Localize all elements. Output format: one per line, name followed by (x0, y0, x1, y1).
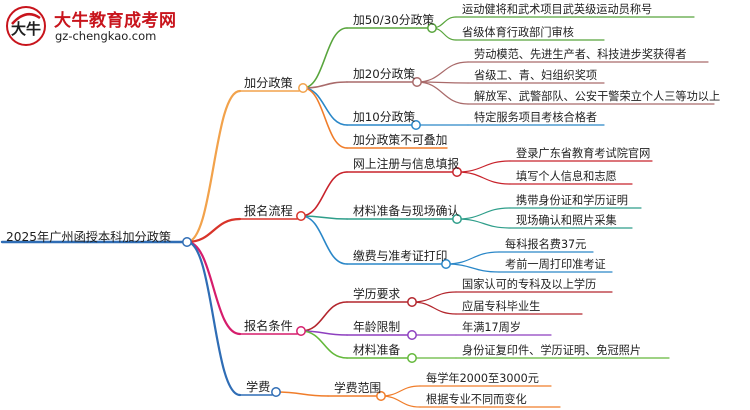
connector-topic-to-leaf (456, 218, 511, 229)
leaf-node-label: 省级工、青、妇组织奖项 (474, 68, 597, 82)
topic-node-label: 学历要求 (353, 287, 400, 301)
topic-node-label: 年龄限制 (353, 320, 400, 334)
leaf-node-label: 考前一周打印准考证 (505, 257, 606, 271)
leaf-node-label: 现场确认和照片采集 (516, 213, 617, 227)
topic-node-dot (412, 77, 422, 87)
connector-root-to-branch (185, 89, 242, 244)
leaf-node-label: 登录广东省教育考试院官网 (516, 146, 650, 160)
topic-node-label: 加分政策不可叠加 (353, 133, 447, 147)
connector-topic-to-leaf (445, 251, 500, 265)
topic-node-dot (407, 297, 417, 307)
topic-node-label: 材料准备 (353, 343, 400, 357)
leaf-node-label: 每学年2000至3000元 (426, 371, 539, 385)
leaf-node-label: 省级体育行政部门审核 (462, 25, 574, 39)
leaf-node-label: 国家认可的专科及以上学历 (462, 277, 596, 291)
logo-title: 大牛教育成考网 (54, 11, 177, 31)
topic-node-label: 网上注册与信息填报 (353, 157, 459, 171)
connector-topic-to-leaf (445, 263, 500, 273)
connector-branch-to-topic (302, 87, 348, 149)
topic-node-dot (427, 23, 437, 33)
topic-node-dot (452, 214, 462, 224)
leaf-node-label: 填写个人信息和志愿 (516, 169, 617, 183)
topic-node-label: 加50/30分政策 (353, 13, 434, 27)
connector-topic-to-leaf (416, 61, 469, 83)
branch-node-label: 学费 (246, 379, 270, 394)
branch-node-dot (296, 326, 306, 336)
leaf-node-label: 劳动模范、先进生产者、科技进步奖获得者 (474, 47, 687, 61)
leaf-node-label: 应届专科毕业生 (462, 299, 540, 313)
topic-node-label: 学费范围 (334, 381, 381, 395)
branch-node-dot (298, 83, 308, 93)
connector-branch-to-topic (275, 391, 329, 397)
connector-branch-to-topic (300, 301, 348, 332)
topic-node-label: 加20分政策 (353, 67, 415, 81)
leaf-node-label: 根据专业不同而变化 (426, 392, 527, 406)
logo-mark-icon: 大牛 (6, 6, 46, 46)
connector-branch-to-topic (300, 330, 348, 359)
topic-node-dot (411, 120, 421, 130)
connector-root-to-branch (185, 240, 242, 397)
topic-node-dot (407, 330, 417, 340)
branch-node-label: 报名流程 (244, 203, 293, 218)
connector-topic-to-leaf (456, 207, 511, 220)
connector-topic-to-leaf (411, 291, 457, 303)
connector-topic-to-leaf (380, 395, 421, 408)
topic-node-label: 缴费与准考证打印 (353, 249, 447, 263)
leaf-node-label: 每科报名费37元 (505, 237, 586, 251)
leaf-node-label: 特定服务项目考核合格者 (474, 110, 597, 124)
connector-topic-to-leaf (456, 171, 511, 185)
connector-topic-to-leaf (416, 81, 469, 105)
topic-node-dot (376, 391, 386, 401)
branch-node-dot (296, 211, 306, 221)
svg-text:大牛: 大牛 (11, 20, 41, 38)
leaf-node-label: 运动健将和武术项目武英级运动员称号 (462, 2, 652, 16)
connector-root-to-branch (185, 217, 242, 244)
connector-branch-to-topic (300, 171, 348, 217)
branch-node-label: 报名条件 (244, 318, 293, 333)
connector-root-to-branch (185, 240, 242, 336)
leaf-node-label: 携带身份证和学历证明 (516, 193, 628, 207)
connector-topic-to-leaf (411, 301, 457, 315)
logo-url: gz-chengkao.com (55, 29, 157, 43)
connector-topic-to-leaf (456, 160, 511, 173)
topic-node-dot (407, 353, 417, 363)
leaf-node-label: 年满17周岁 (462, 320, 521, 334)
leaf-node-label: 解放军、武警部队、公安干警荣立个人三等功以上 (474, 89, 720, 103)
topic-node-dot (441, 259, 451, 269)
connector-topic-to-leaf (380, 385, 421, 397)
root-node-dot (182, 237, 192, 247)
branch-node-label: 加分政策 (244, 75, 293, 90)
topic-node-dot (452, 167, 462, 177)
topic-node-label: 加10分政策 (353, 110, 415, 124)
connector-branch-to-topic (300, 215, 348, 265)
topic-node-label: 材料准备与现场确认 (353, 204, 459, 218)
branch-node-dot (271, 387, 281, 397)
root-node-label: 2025年广州函授本科加分政策 (6, 229, 171, 244)
site-logo: 大牛 大牛教育成考网 gz-chengkao.com (4, 4, 194, 48)
leaf-node-label: 身份证复印件、学历证明、免冠照片 (462, 343, 641, 357)
connector-branch-to-topic (302, 27, 348, 89)
